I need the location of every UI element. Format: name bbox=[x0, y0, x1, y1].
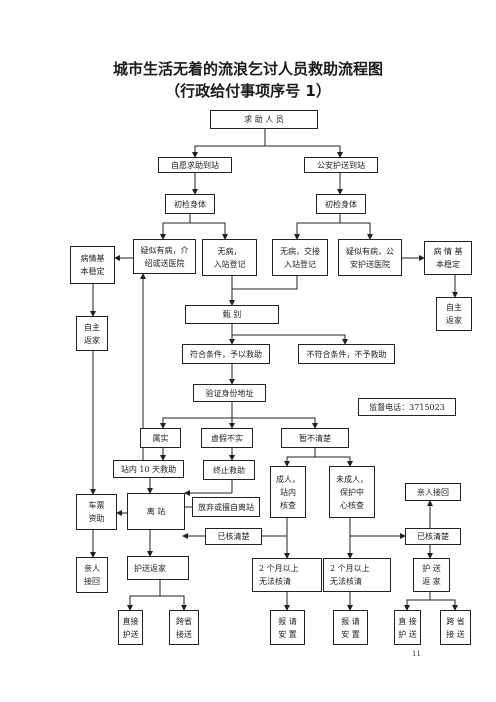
node-stable-right: 病 情 基 本稳定 bbox=[424, 241, 472, 275]
node-check-left: 初检身体 bbox=[165, 194, 215, 214]
page-number: 11 bbox=[412, 650, 421, 658]
chart-title: 城市生活无着的流浪乞讨人员救助流程图 bbox=[112, 60, 383, 78]
node-voluntary: 自愿求助到站 bbox=[158, 157, 232, 173]
node-minor-check: 未成人， 保护中 心核查 bbox=[329, 466, 375, 518]
node-adult-check: 成人， 站内 核查 bbox=[270, 466, 306, 518]
node-no-ill-register: 无病， 入站登记 bbox=[202, 239, 257, 276]
node-suspect-ill-right: 疑似有病，公 安护送医院 bbox=[338, 239, 402, 276]
node-stay-10-days: 站内 10 天救助 bbox=[113, 460, 184, 478]
node-suspect-ill-left: 疑似有病，介 绍或送医院 bbox=[133, 239, 196, 274]
node-direct-escort-2: 直 接 护 送 bbox=[394, 610, 421, 645]
node-ticket-aid: 车票 资助 bbox=[76, 494, 117, 530]
node-stable-left: 病情基 本稳定 bbox=[70, 246, 115, 284]
node-report-placement-2: 报 请 安 置 bbox=[333, 610, 368, 645]
node-verified-left: 已核清楚 bbox=[205, 528, 262, 545]
node-police: 公安护送到站 bbox=[304, 157, 378, 173]
node-verified-right: 已核清楚 bbox=[405, 528, 461, 545]
node-leave-station: 离 站 bbox=[127, 493, 185, 530]
node-relatives-pickup: 亲人 接回 bbox=[76, 557, 108, 593]
node-relatives-pickup-right: 亲人接回 bbox=[405, 483, 461, 501]
node-unclear: 暂不清楚 bbox=[281, 428, 349, 448]
node-self-home-left: 自主 返家 bbox=[76, 316, 108, 351]
node-false-info: 虚假不实 bbox=[201, 428, 253, 448]
node-two-months-right: 2 个月以上 无法核清 bbox=[323, 558, 391, 592]
chart-subtitle: （行政给付事项序号 1） bbox=[165, 82, 331, 100]
node-two-months-left: 2 个月以上 无法核清 bbox=[252, 558, 322, 592]
node-check-right: 初检身体 bbox=[316, 194, 366, 214]
node-self-home-right: 自主 返家 bbox=[436, 297, 472, 331]
node-report-placement-1: 报 请 安 置 bbox=[270, 610, 305, 645]
node-true-info: 属实 bbox=[140, 428, 181, 448]
node-give-up: 放弃或擅自离站 bbox=[192, 497, 260, 517]
hotline-box: 监督电话：3715023 bbox=[358, 398, 456, 416]
node-cross-province-2: 跨 省 接 送 bbox=[440, 610, 471, 645]
node-qualified: 符合条件，予以救助 bbox=[182, 344, 270, 364]
node-verify-id: 验证身份地址 bbox=[193, 384, 266, 402]
node-cross-province-1: 跨省 接送 bbox=[169, 610, 199, 645]
node-escort-home: 护送返家 bbox=[127, 556, 189, 580]
node-no-ill-handover: 无病，交接 入站登记 bbox=[272, 239, 328, 276]
node-seeker: 求 助 人 员 bbox=[210, 110, 318, 129]
node-not-qualified: 不符合条件，不予救助 bbox=[298, 344, 395, 364]
node-direct-escort-1: 直接 护送 bbox=[118, 610, 143, 645]
node-screen: 甄 别 bbox=[185, 305, 279, 324]
node-escort-home-right: 护 送 返 家 bbox=[413, 558, 450, 592]
node-end-aid: 终止救助 bbox=[203, 460, 255, 480]
